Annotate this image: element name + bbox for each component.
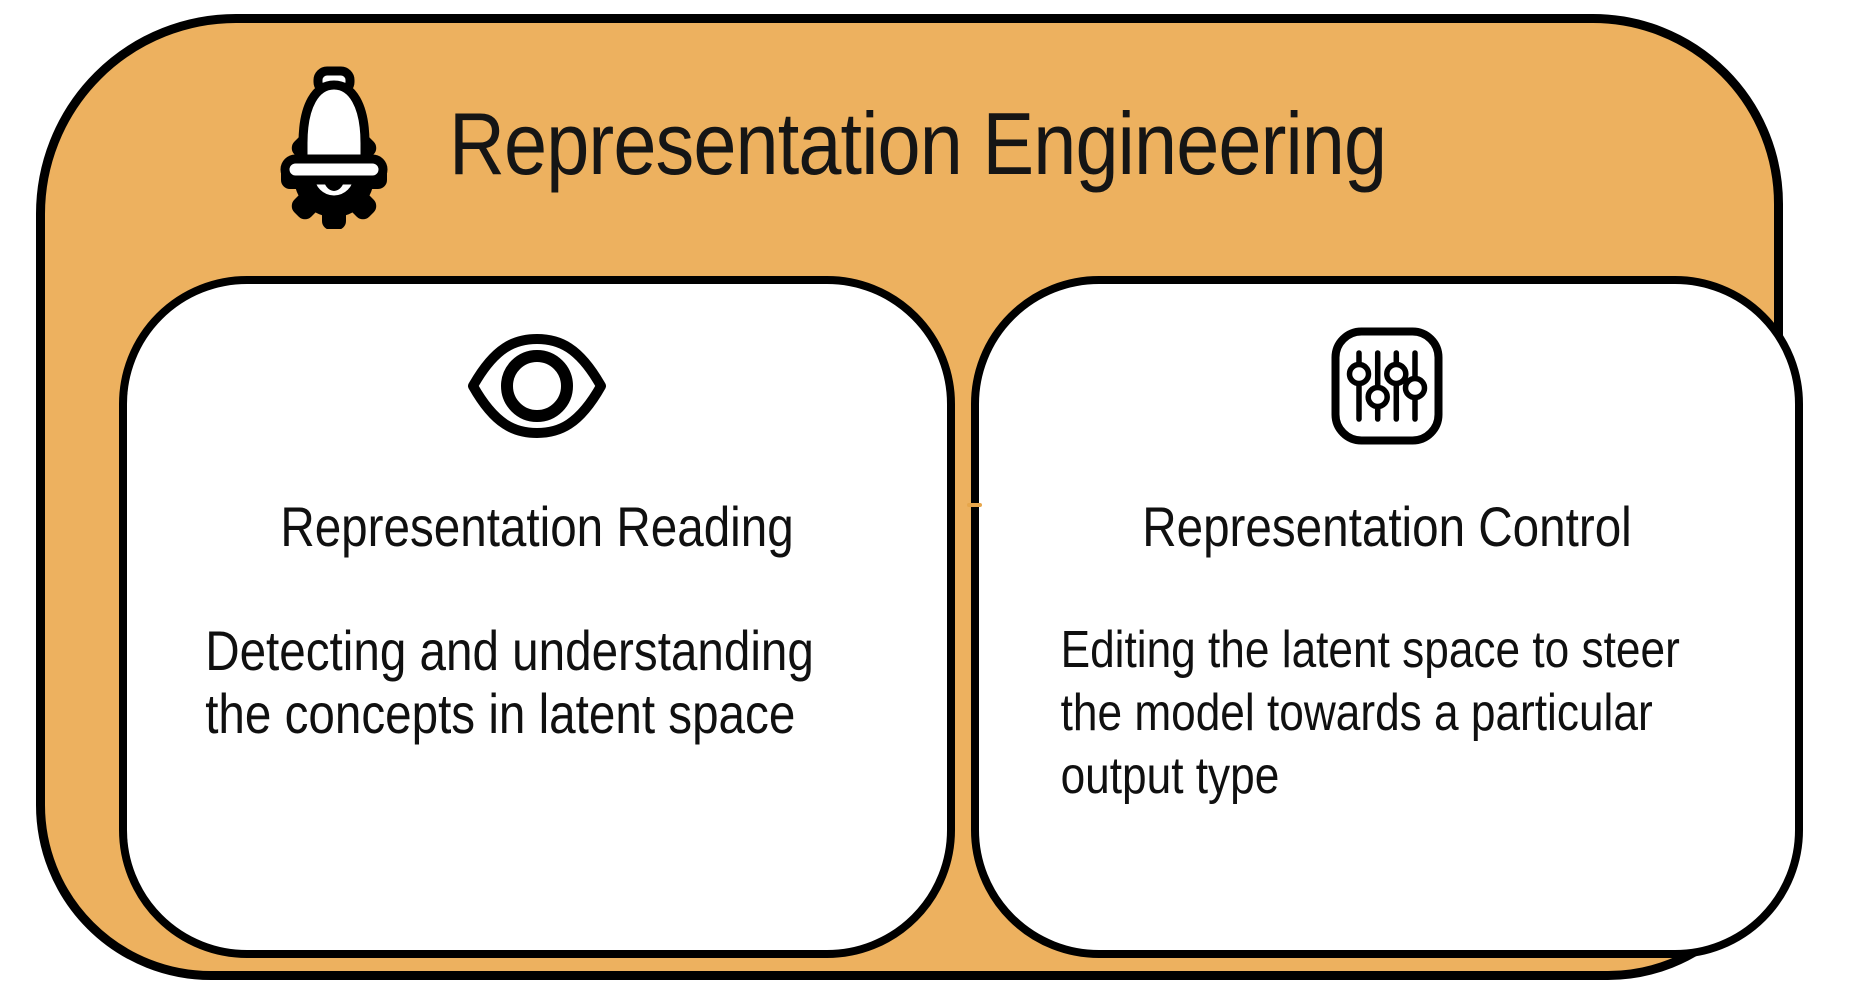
card-title: Representation Control: [1142, 495, 1632, 558]
card-title: Representation Reading: [280, 495, 794, 558]
card-body-line: the model towards a particular: [1060, 684, 1653, 742]
panel-header: Representation Engineering: [45, 23, 1774, 265]
hard-hat-gear-icon: [259, 59, 409, 229]
card-body-line: Editing the latent space to steer: [1060, 621, 1680, 679]
card-body: Editing the latent space to steer the mo…: [979, 619, 1680, 808]
card-representation-reading: Representation Reading Detecting and und…: [119, 276, 955, 958]
panel-title: Representation Engineering: [449, 94, 1387, 193]
card-icon-row: [979, 326, 1795, 446]
card-icon-row: [127, 326, 947, 446]
card-body-line: Detecting and understanding: [205, 619, 814, 682]
sliders-icon: [1331, 327, 1443, 445]
representation-engineering-panel: Representation Engineering Representatio…: [36, 14, 1803, 980]
card-body-line: the concepts in latent space: [205, 682, 796, 745]
card-body: Detecting and understanding the concepts…: [127, 619, 824, 745]
helmet-shape: [280, 66, 388, 185]
card-representation-control: Representation Control Editing the laten…: [971, 276, 1803, 958]
card-body-line: output type: [1060, 747, 1280, 805]
eye-icon: [467, 331, 607, 441]
stray-orange-dash: [967, 503, 982, 507]
